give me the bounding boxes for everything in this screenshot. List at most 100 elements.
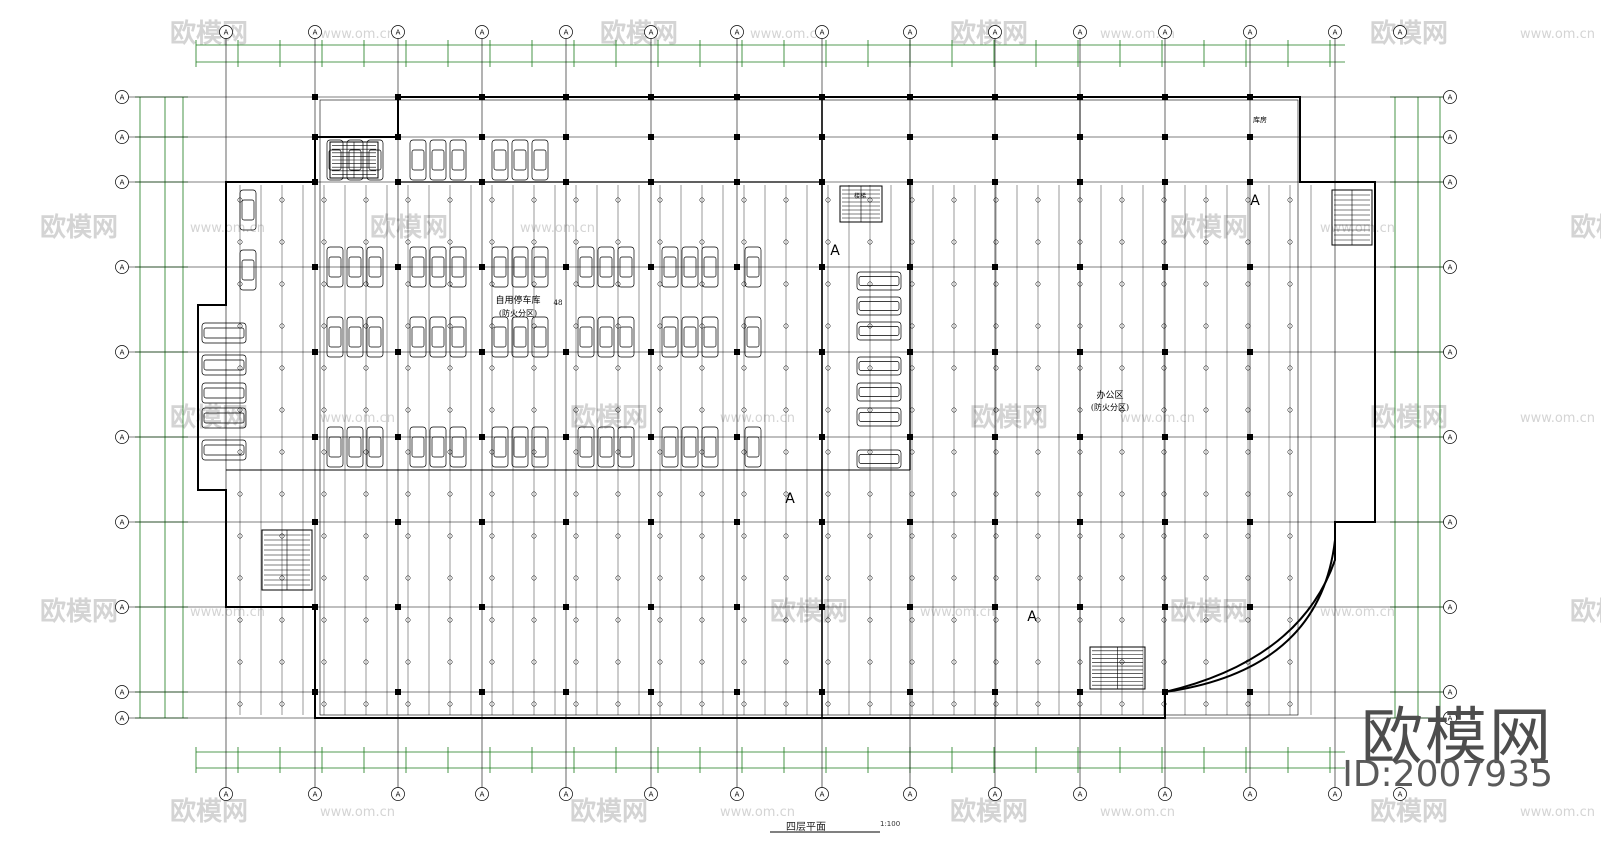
light-fixture (1161, 281, 1167, 287)
light-fixture (1245, 617, 1251, 623)
parking-stall (511, 426, 529, 468)
light-fixture (909, 197, 915, 203)
car-cabin (493, 436, 507, 458)
light-fixture (573, 701, 579, 707)
light-fixture (1035, 323, 1041, 329)
light-fixture (363, 491, 369, 497)
light-fixture (405, 197, 411, 203)
light-fixture (741, 701, 747, 707)
light-fixture (447, 491, 453, 497)
car-cabin (579, 436, 593, 458)
watermark-url: www.om.cn (1120, 411, 1195, 426)
light-fixture (1245, 491, 1251, 497)
column (563, 264, 569, 270)
parking-stall (856, 356, 902, 376)
parking-stall (531, 316, 549, 358)
light-fixture (615, 617, 621, 623)
column (819, 349, 825, 355)
column (648, 94, 654, 100)
light-fixture (1161, 407, 1167, 413)
car-outline (511, 426, 529, 468)
grid-axis-bubble: A (391, 25, 405, 39)
grid-axis-bubble: A (1328, 787, 1342, 801)
car-outline (701, 246, 719, 288)
light-fixture (741, 491, 747, 497)
column (734, 94, 740, 100)
bubble-circle (903, 25, 917, 39)
car-outline (429, 316, 447, 358)
column (1077, 134, 1083, 140)
bubble-circle (115, 90, 129, 104)
column (819, 604, 825, 610)
light-fixture (867, 701, 873, 707)
car-outline (681, 426, 699, 468)
grid-axis-bubble: A (308, 25, 322, 39)
bubble-label: A (1448, 604, 1453, 612)
light-fixture (1077, 407, 1083, 413)
light-fixture (363, 533, 369, 539)
light-fixture (1161, 449, 1167, 455)
section-mark: A (1250, 193, 1260, 209)
light-fixture (1245, 701, 1251, 707)
light-fixture (951, 659, 957, 665)
light-fixture (657, 533, 663, 539)
car-outline (744, 316, 762, 358)
car-cabin (663, 256, 677, 278)
car-outline (239, 189, 257, 231)
watermark-logo: 欧模网 (1570, 212, 1601, 243)
light-fixture (1077, 617, 1083, 623)
light-fixture (279, 197, 285, 203)
light-fixture (237, 659, 243, 665)
bubble-circle (1243, 787, 1257, 801)
car-outline (856, 382, 902, 402)
bubble-circle (644, 787, 658, 801)
light-fixture (1203, 491, 1209, 497)
light-fixture (489, 701, 495, 707)
car-outline (429, 426, 447, 468)
light-fixture (363, 365, 369, 371)
light-fixture (741, 449, 747, 455)
car-outline (661, 246, 679, 288)
light-fixture (1119, 617, 1125, 623)
light-fixture (405, 575, 411, 581)
light-fixture (699, 197, 705, 203)
light-fixture (1035, 491, 1041, 497)
bubble-label: A (120, 94, 125, 102)
car-cabin (579, 326, 593, 348)
parking-stall (701, 426, 719, 468)
column (992, 519, 998, 525)
light-fixture (951, 617, 957, 623)
light-fixture (867, 491, 873, 497)
grid-axis-bubble: A (219, 787, 233, 801)
light-fixture (783, 323, 789, 329)
car-cabin (203, 327, 245, 339)
bubble-label: A (1448, 689, 1453, 697)
bubble-label: A (120, 179, 125, 187)
column (479, 604, 485, 610)
watermark-logo: 欧模网 (600, 18, 678, 49)
light-fixture (321, 407, 327, 413)
car-outline (201, 382, 247, 404)
parking-stall (531, 246, 549, 288)
light-fixture (867, 617, 873, 623)
bubble-circle (559, 787, 573, 801)
light-fixture (909, 239, 915, 245)
light-fixture (741, 407, 747, 413)
grid-axis-bubble: A (988, 787, 1002, 801)
car-outline (617, 246, 635, 288)
car-outline (856, 321, 902, 341)
column (992, 604, 998, 610)
car-cabin (431, 149, 445, 171)
drawing-title: 四层平面 (786, 822, 826, 833)
light-fixture (1035, 449, 1041, 455)
light-fixture (1077, 365, 1083, 371)
light-fixture (825, 407, 831, 413)
grid-axis-bubble: A (1158, 25, 1172, 39)
grid-axis-bubble: A (1243, 787, 1257, 801)
light-fixture (657, 365, 663, 371)
light-fixture (531, 407, 537, 413)
car-cabin (513, 436, 527, 458)
light-fixture (405, 533, 411, 539)
car-outline (511, 246, 529, 288)
